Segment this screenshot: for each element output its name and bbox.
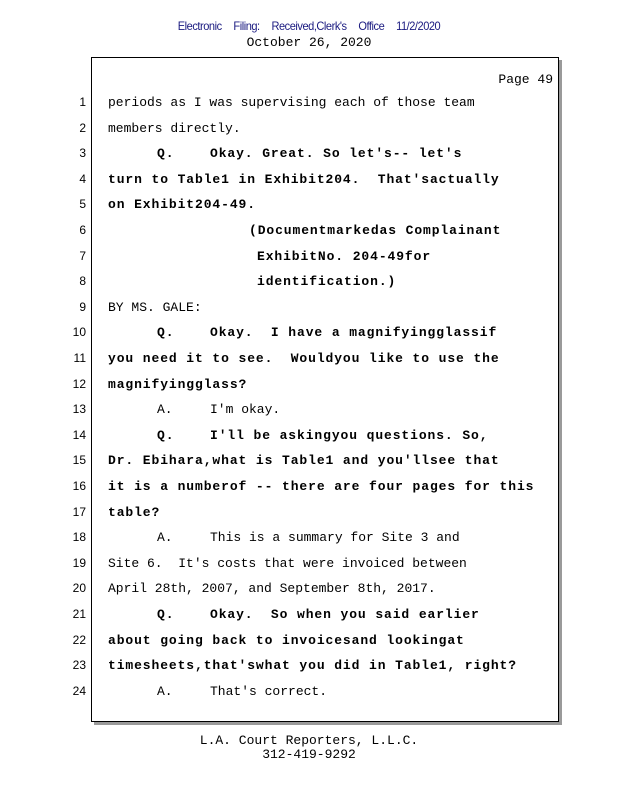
transcript-line: 8 identification.) (79, 274, 558, 294)
transcript-line: 22 about going back to invoicesand lookin… (73, 632, 558, 653)
filing-stamp: Electronic Filing: Received,Clerk's Offi… (177, 19, 441, 33)
line-text: it is a numberof -- there are four pages… (108, 479, 535, 494)
line-number: 16 (72, 479, 86, 493)
transcript-line: 5 on Exhibit204-49. (79, 197, 558, 217)
speaker-label: A. (157, 402, 173, 418)
line-text: BY MS. GALE: (108, 299, 202, 315)
transcript-line: 10 Q. Okay. I have a magnifyingglassif (73, 325, 558, 345)
transcript-line: 2 members directly. (79, 120, 558, 141)
speaker-label: Q. (157, 325, 175, 341)
line-text: table? (108, 504, 161, 520)
line-text: timesheets,that'swhat you did in Table1,… (108, 658, 517, 674)
transcript-line: 21 Q. Okay. So when you said earlier (73, 607, 558, 627)
transcript-line: 14 Q. I'll be askingyou questions. So, (73, 427, 558, 448)
line-number: 20 (72, 581, 86, 596)
line-text: ExhibitNo. 204-49for (257, 248, 432, 264)
transcript-line: 1 periods as I was supervising each of th… (79, 95, 558, 115)
transcript-line: 16 it is a numberof -- there are four pag… (73, 479, 558, 499)
transcript-line: 7 ExhibitNo. 204-49for (79, 248, 558, 269)
footer-phone: 312-419-9292 (262, 747, 356, 762)
line-text: I'm okay. (210, 402, 281, 418)
line-number: 24 (72, 683, 86, 698)
line-text: Okay. So when you said earlier (210, 607, 480, 622)
line-number: 12 (72, 376, 86, 391)
line-number: 19 (72, 555, 86, 570)
line-text: (Documentmarkedas Complainant (249, 223, 502, 238)
line-number: 7 (79, 248, 86, 263)
line-number: 18 (72, 530, 86, 545)
line-number: 11 (73, 351, 86, 365)
line-number: 4 (79, 171, 86, 186)
line-number: 17 (72, 504, 86, 519)
line-number: 21 (72, 607, 86, 621)
transcript-line: 11 you need it to see. Wouldyou like to u… (74, 351, 558, 371)
line-number: 1 (79, 95, 86, 109)
transcript-line: 23 timesheets,that'swhat you did in Table… (73, 658, 558, 678)
speaker-label: A. (157, 530, 173, 546)
speaker-label: A. (157, 683, 173, 699)
transcript-line: 4 turn to Table1 in Exhibit204. That'sact… (79, 171, 558, 192)
footer-company: L.A. Court Reporters, L.L.C. (199, 733, 419, 748)
transcript-page: Page 49 1 periods as I was supervising ea… (73, 57, 559, 722)
line-number: 13 (72, 402, 86, 417)
line-text: on Exhibit204-49. (108, 197, 256, 213)
line-text: identification.) (257, 274, 397, 290)
line-number: 15 (72, 453, 86, 468)
transcript-date: October 26, 2020 (246, 35, 372, 50)
line-number: 3 (79, 146, 86, 161)
line-text: periods as I was supervising each of tho… (108, 95, 475, 110)
line-number: 2 (79, 120, 86, 135)
line-number: 8 (79, 274, 86, 289)
transcript-line: 17 table? (73, 504, 558, 525)
transcript-line: 15 Dr. Ebihara,what is Table1 and you'lls… (73, 453, 558, 473)
speaker-label: Q. (157, 427, 175, 443)
line-text: Site 6. It's costs that were invoiced be… (108, 555, 467, 571)
transcript-line: 18 A. This is a summary for Site 3 and (73, 530, 558, 550)
line-number: 9 (79, 299, 86, 314)
transcript-line: 24 A. That's correct. (73, 683, 558, 704)
line-text: Dr. Ebihara,what is Table1 and you'llsee… (108, 453, 500, 469)
transcript-line: 3 Q. Okay. Great. So let's-- let's (79, 146, 558, 166)
transcript-line: 13 A. I'm okay. (73, 402, 558, 422)
page-number: Page 49 (498, 72, 553, 87)
line-text: This is a summary for Site 3 and (210, 530, 460, 546)
transcript-line: 20 April 28th, 2007, and September 8th, 2… (73, 581, 558, 601)
speaker-label: Q. (157, 146, 175, 162)
transcript-line: 12 magnifyingglass? (73, 376, 558, 397)
transcript-line: 9 BY MS. GALE: (79, 299, 558, 320)
line-text: April 28th, 2007, and September 8th, 201… (108, 581, 436, 597)
transcript-line: 19 Site 6. It's costs that were invoiced … (73, 555, 558, 576)
transcript-line: 6 (Documentmarkedas Complainant (79, 223, 558, 243)
line-number: 23 (72, 658, 86, 673)
line-text: magnifyingglass? (108, 376, 248, 392)
line-number: 22 (72, 632, 86, 647)
line-number: 5 (79, 197, 86, 212)
line-number: 10 (72, 325, 86, 340)
line-text: Okay. Great. So let's-- let's (210, 146, 463, 162)
line-text: turn to Table1 in Exhibit204. That'sactu… (108, 171, 500, 187)
line-text: That's correct. (210, 683, 328, 699)
line-text: I'll be askingyou questions. So, (210, 427, 489, 443)
line-text: Okay. I have a magnifyingglassif (210, 325, 498, 341)
speaker-label: Q. (157, 607, 175, 622)
line-number: 6 (79, 223, 86, 237)
line-text: you need it to see. Wouldyou like to use… (108, 351, 500, 366)
line-text: about going back to invoicesand lookinga… (108, 632, 465, 648)
line-number: 14 (72, 427, 86, 442)
line-text: members directly. (108, 120, 241, 136)
